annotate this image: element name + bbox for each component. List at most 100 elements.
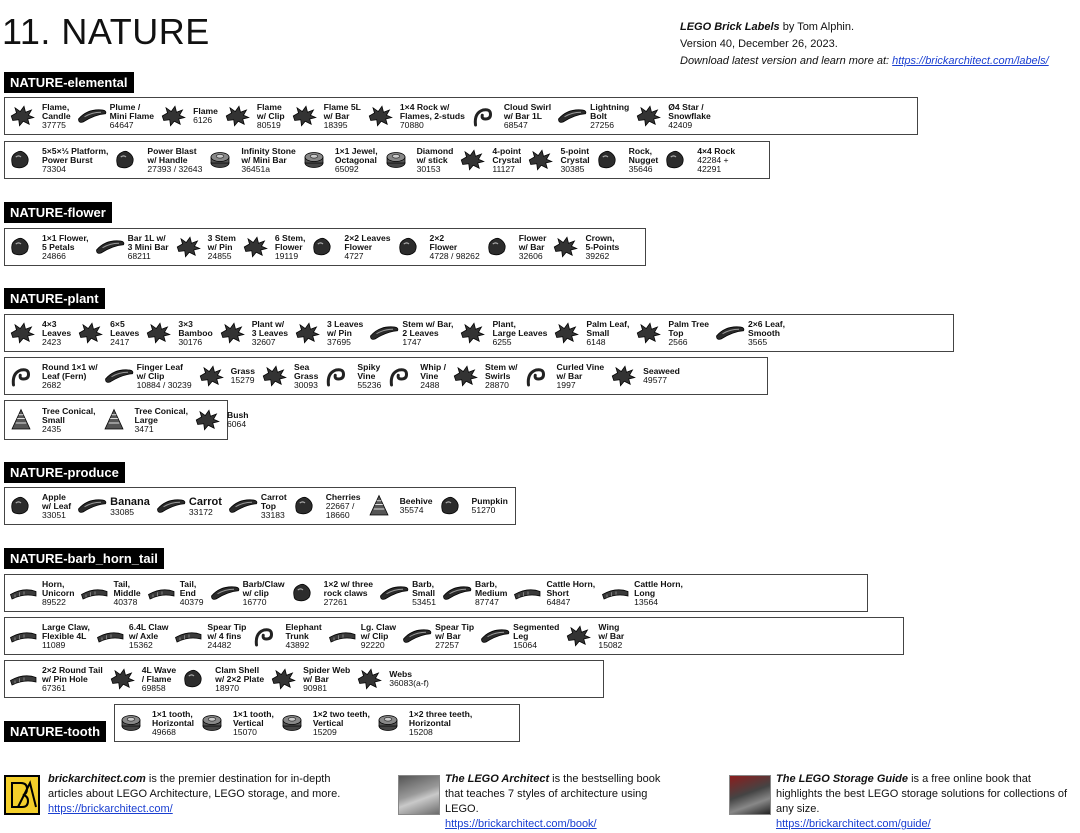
part-name: Palm Tree Top	[668, 318, 709, 338]
section-header-flower: NATURE-flower	[4, 202, 112, 223]
footer-book-link[interactable]: https://brickarchitect.com/book/	[445, 818, 597, 830]
part-name: Cloud Swirl w/ Bar 1L	[503, 101, 552, 121]
leaves-6x5-icon	[78, 322, 104, 344]
part-name: Wing w/ Bar	[598, 621, 625, 641]
part-number: 87747	[474, 596, 499, 607]
flame-clip-icon	[225, 105, 250, 127]
footer-guide-name: The LEGO Storage Guide	[776, 773, 909, 785]
candle-flame-icon	[10, 105, 35, 127]
part-name: Carrot Top	[260, 491, 287, 511]
part-number: 13564	[634, 596, 659, 607]
part-number: 2417	[110, 336, 130, 347]
footer-site-link[interactable]: https://brickarchitect.com/	[48, 803, 173, 815]
flame-bar-icon	[292, 105, 317, 127]
part-name: Stem w/ Swirls	[485, 361, 518, 381]
stem-swirls-icon	[453, 365, 478, 387]
part-number: 6255	[492, 336, 512, 347]
palm-tree-top-icon	[637, 322, 662, 344]
part-name: Banana	[110, 495, 150, 508]
part-number: 27256	[590, 119, 615, 130]
part-name: Tree Conical, Small	[42, 405, 96, 425]
part-number: 3565	[748, 336, 768, 347]
part-name: 5-point Crystal	[560, 145, 590, 165]
part-name: Palm Leaf, Small	[586, 318, 630, 338]
footer-brickarchitect: brickarchitect.com is the premier destin…	[48, 772, 348, 817]
part-name: 5×5×⅓ Platform, Power Burst	[42, 145, 109, 165]
part-number: 2682	[42, 379, 62, 390]
part-name: Barb/Claw w/ clip	[242, 578, 285, 598]
lightning-bolt-icon	[558, 109, 587, 123]
part-name: 2×6 Leaf, Smooth	[748, 318, 786, 338]
carrot-top-icon	[229, 499, 258, 513]
part-name: Barb, Small	[412, 578, 436, 598]
part-number: 33172	[188, 506, 213, 517]
part-number: 43892	[285, 639, 310, 650]
part-name: Plant, Large Leaves	[492, 318, 548, 338]
download-link[interactable]: https://brickarchitect.com/labels/	[892, 55, 1049, 67]
part-name: Barb, Medium	[474, 578, 508, 598]
footer-guide-text: is a free online book that highlights th…	[776, 773, 1068, 815]
part-number: 37695	[327, 336, 351, 347]
part-name: Plant w/ 3 Leaves	[251, 318, 289, 338]
part-number: 40379	[179, 596, 204, 607]
part-number: 15279	[230, 375, 255, 385]
footer-book-name: The LEGO Architect	[445, 773, 550, 785]
tail-end-icon	[147, 589, 175, 600]
footer-guide-link[interactable]: https://brickarchitect.com/guide/	[776, 818, 931, 830]
part-number: 22667 / 18660	[325, 500, 355, 520]
page-title: 11. NATURE	[2, 11, 210, 52]
whip-icon	[390, 368, 409, 387]
spiky-vine-icon	[327, 368, 346, 387]
part-name: Beehive	[399, 496, 433, 506]
part-name: Round 1×1 w/ Leaf (Fern)	[42, 361, 98, 381]
part-number: 89522	[42, 596, 66, 607]
crystal-5pt-icon	[529, 149, 554, 171]
part-number: 53451	[412, 596, 436, 607]
bamboo-icon	[147, 322, 172, 344]
part-name: 2×2 Leaves Flower	[344, 232, 391, 252]
part-name: 3 Leaves w/ Pin	[327, 318, 364, 338]
fern-icon	[11, 368, 31, 387]
wing-icon	[567, 625, 592, 647]
claw-axle-icon	[96, 632, 124, 643]
part-number: 55236	[357, 379, 382, 390]
part-number: 19119	[274, 250, 299, 261]
section-header-tooth: NATURE-tooth	[4, 721, 107, 742]
